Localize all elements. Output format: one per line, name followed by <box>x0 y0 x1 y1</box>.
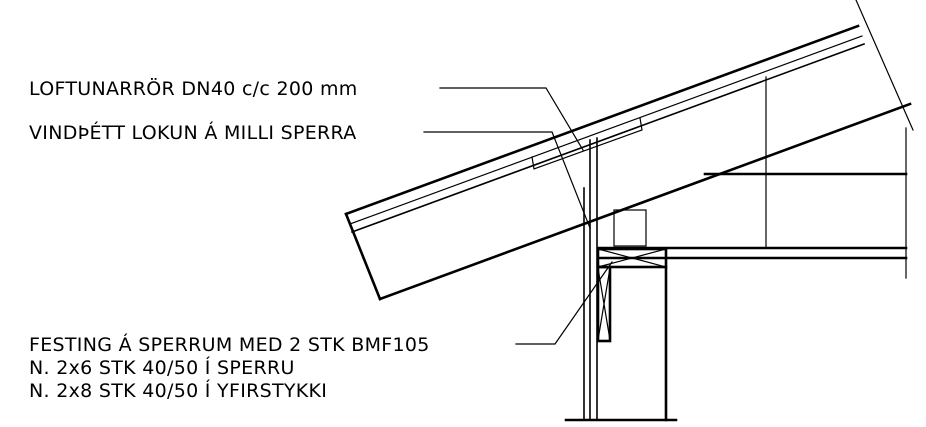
leader-fastening <box>515 261 613 345</box>
eave-end-cut <box>344 212 382 301</box>
label-ventilation-pipe: LOFTUNARRÖR DN40 c/c 200 mm <box>29 77 358 100</box>
roof-slab <box>344 0 914 301</box>
label-fastening-line1: FESTING Á SPERRUM MED 2 STK BMF105 <box>29 333 430 356</box>
ventilation-detail <box>531 76 767 249</box>
leader-windproof <box>423 131 591 229</box>
top-plate <box>596 247 668 269</box>
annotation-labels: LOFTUNARRÖR DN40 c/c 200 mm VINDÞÉTT LOK… <box>29 77 430 402</box>
vent-pipe-box <box>531 117 643 170</box>
label-fastening-line3: N. 2x8 STK 40/50 Í YFIRSTYKKI <box>29 379 327 402</box>
top-block <box>613 209 647 247</box>
leader-ventilation <box>439 87 584 151</box>
label-windproof-closure: VINDÞÉTT LOKUN Á MILLI SPERRA <box>29 121 357 144</box>
roof-top-edge <box>344 24 860 216</box>
top-plate-cross-b <box>597 248 667 268</box>
stud-cross-b <box>597 267 611 341</box>
wall-assembly <box>564 137 678 422</box>
wall-stud <box>596 265 612 343</box>
label-fastening-line2: N. 2x6 STK 40/50 Í SPERRU <box>29 356 295 379</box>
ceiling-beam <box>596 172 908 260</box>
ridge-side-line <box>855 0 914 131</box>
roof-board-line <box>350 42 866 234</box>
rafter-underside <box>378 102 912 301</box>
roof-covering-line <box>349 35 863 225</box>
leader-lines <box>423 87 613 345</box>
